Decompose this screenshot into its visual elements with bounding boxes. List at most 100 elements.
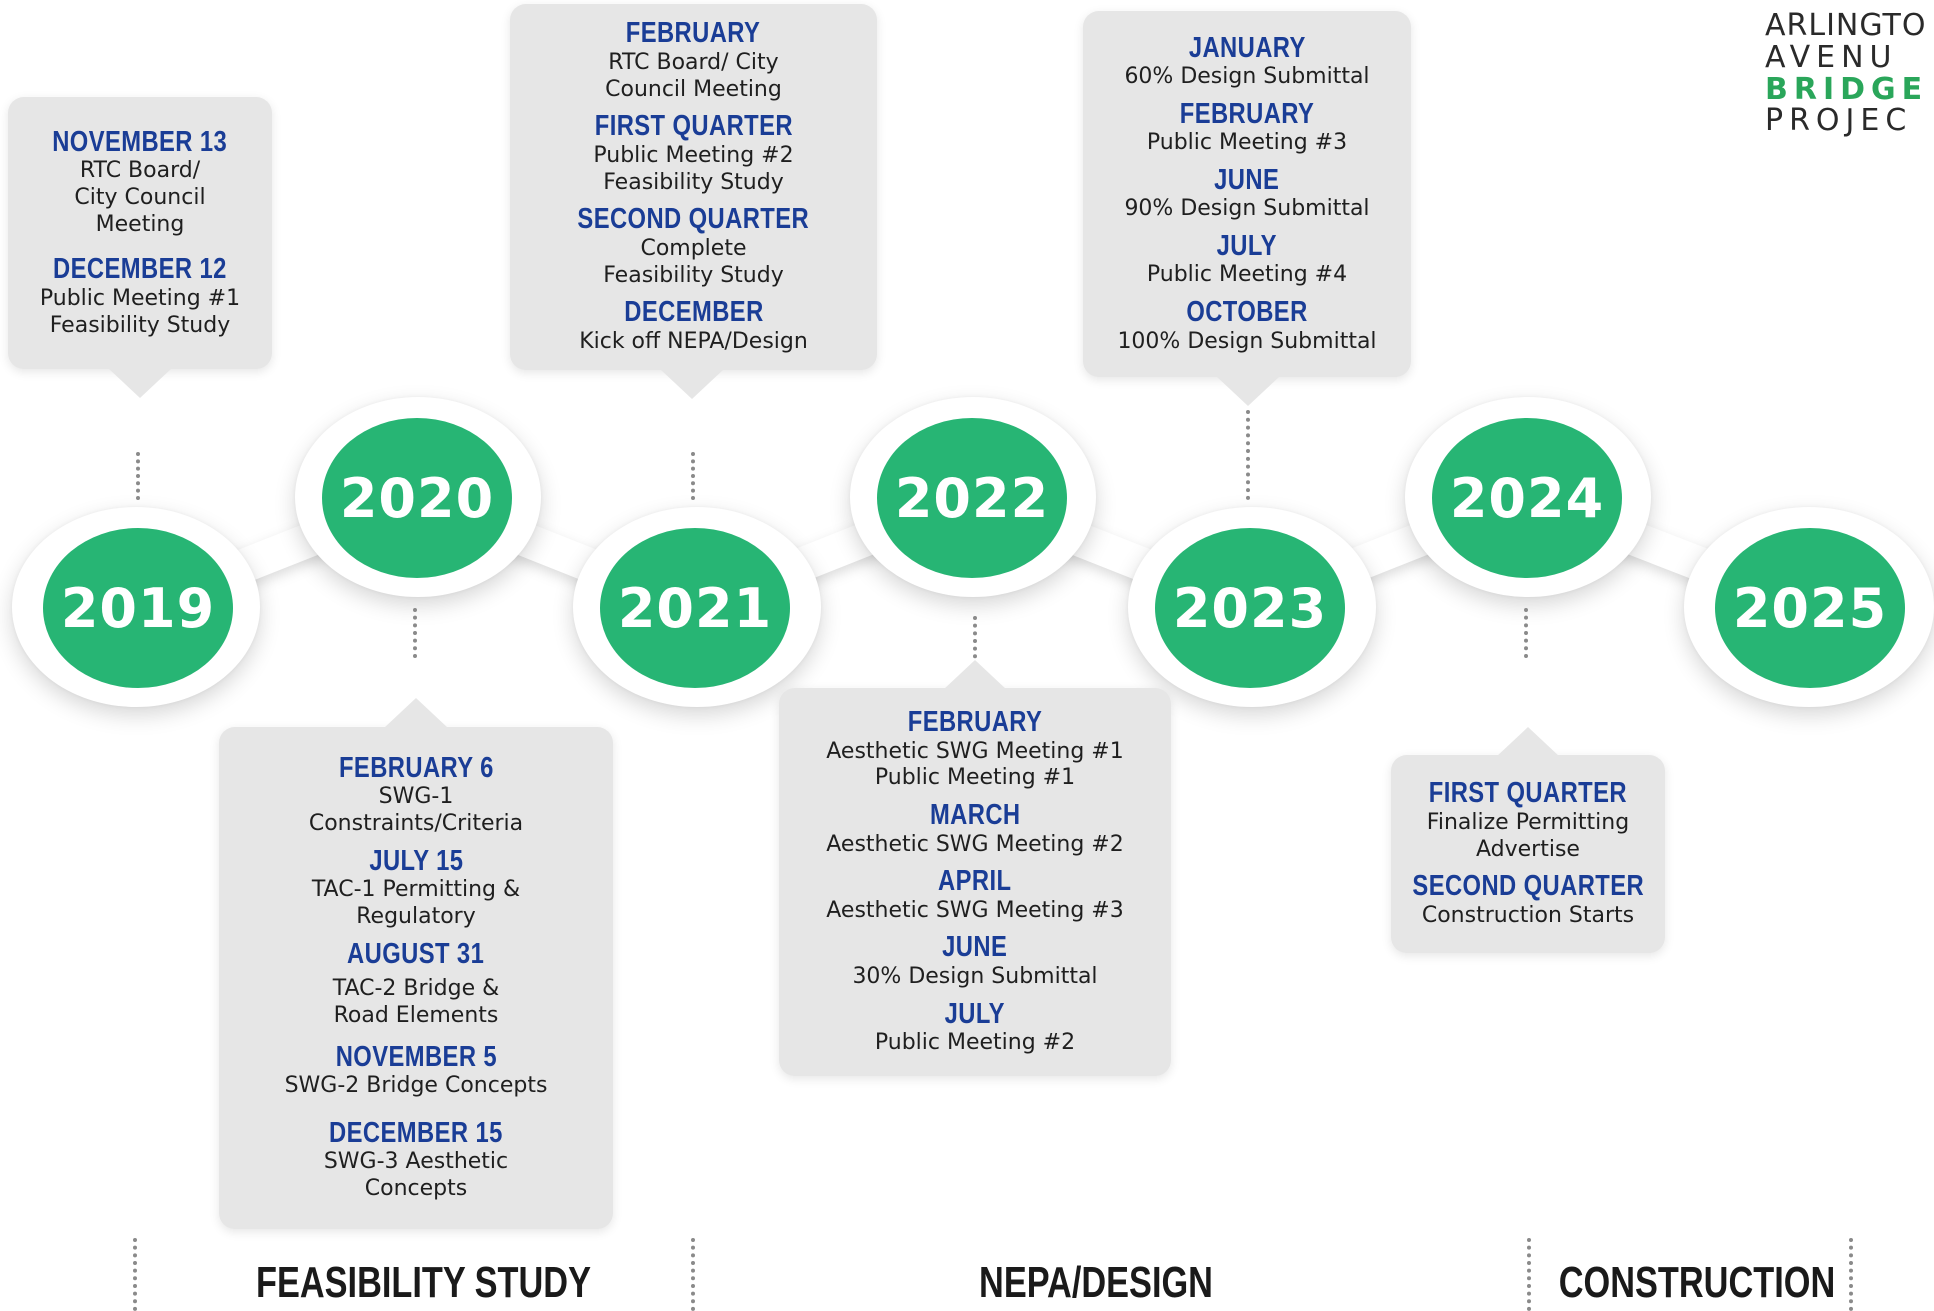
event-date: SECOND QUARTER: [577, 203, 810, 236]
year-2024[interactable]: 2024: [1432, 418, 1622, 578]
event-date: FEBRUARY: [907, 706, 1043, 739]
event-date: JUNE: [1214, 163, 1280, 196]
event-description: 60% Design Submittal: [1124, 63, 1370, 89]
event-description: 100% Design Submittal: [1117, 328, 1377, 354]
phase-construction: CONSTRUCTION: [1558, 1258, 1836, 1307]
event: SECOND QUARTER Construction Starts: [1387, 871, 1670, 929]
event: DECEMBER 15 SWG-3 Aesthetic Concepts: [310, 1117, 522, 1203]
event-date: DECEMBER: [623, 296, 764, 329]
leader-2024: [1524, 608, 1532, 658]
event-description: SWG-2 Bridge Concepts: [284, 1073, 548, 1099]
logo-line-3: BRIDGE: [1765, 71, 1929, 107]
year-2025[interactable]: 2025: [1715, 528, 1905, 688]
leader-2020: [413, 608, 421, 658]
event-description: Public Meeting #2: [874, 1029, 1076, 1055]
leader-2021: [691, 452, 699, 500]
event-date: JULY: [1216, 230, 1278, 263]
event: SECOND QUARTER Complete Feasibility Stud…: [552, 204, 835, 289]
event-date: FIRST QUARTER: [594, 110, 793, 143]
event-date: DECEMBER 12: [53, 253, 227, 286]
leader-2022: [973, 616, 981, 666]
event-date: JUNE: [942, 931, 1008, 964]
event-description: Aesthetic SWG Meeting #3: [826, 897, 1124, 923]
event: DECEMBER 12 Public Meeting #1 Feasibilit…: [34, 254, 246, 339]
event-description: Aesthetic SWG Meeting #1 Public Meeting …: [826, 738, 1124, 791]
event: NOVEMBER 13 RTC Board/ City Council Meet…: [33, 125, 246, 239]
phase-divider: [1849, 1238, 1857, 1311]
event: APRIL Aesthetic SWG Meeting #3: [826, 866, 1123, 924]
year-2022[interactable]: 2022: [877, 418, 1067, 578]
event-date: APRIL: [938, 865, 1012, 898]
year-2020[interactable]: 2020: [322, 418, 512, 578]
event-date: AUGUST 31: [347, 937, 485, 970]
event: FEBRUARY RTC Board/ City Council Meeting: [605, 18, 782, 103]
event: JUNE 90% Design Submittal: [1124, 163, 1370, 223]
event: FEBRUARY 6 SWG-1 Constraints/Criteria: [308, 751, 524, 838]
year-2019[interactable]: 2019: [43, 528, 233, 688]
event-date: FEBRUARY: [1179, 97, 1315, 130]
project-logo: ARLINGTO AVENU BRIDGE PROJEC: [1765, 10, 1928, 137]
card-2021-pointer: [660, 369, 724, 399]
event: FIRST QUARTER Public Meeting #2 Feasibil…: [573, 111, 815, 196]
logo-line-2: AVENU: [1765, 39, 1898, 75]
event-date: FIRST QUARTER: [1428, 777, 1628, 810]
event-date: SECOND QUARTER: [1412, 870, 1644, 903]
event-description: Public Meeting #1 Feasibility Study: [39, 285, 241, 338]
card-2021: FEBRUARY RTC Board/ City Council Meeting…: [510, 4, 877, 370]
event: JULY Public Meeting #2: [874, 997, 1076, 1057]
event-description: Construction Starts: [1421, 902, 1635, 928]
leader-2023: [1246, 410, 1254, 500]
timeline-connector: [0, 0, 1934, 720]
card-2022: FEBRUARY Aesthetic SWG Meeting #1 Public…: [779, 688, 1171, 1076]
event: FEBRUARY Public Meeting #3: [1146, 97, 1348, 157]
event-date: JANUARY: [1188, 31, 1306, 64]
event: JUNE 30% Design Submittal: [852, 932, 1097, 990]
card-2020-pointer: [384, 698, 448, 728]
event-date: NOVEMBER 5: [335, 1040, 497, 1073]
event-date: FEBRUARY: [626, 17, 761, 50]
event-description: Complete Feasibility Study: [603, 235, 784, 288]
event-description: Kick off NEPA/Design: [579, 328, 808, 354]
event: FEBRUARY Aesthetic SWG Meeting #1 Public…: [826, 706, 1124, 792]
event-date: NOVEMBER 13: [52, 125, 228, 158]
event-description: Public Meeting #4: [1146, 262, 1348, 288]
logo-line-1: ARLINGTO: [1765, 8, 1927, 43]
phase-divider: [691, 1238, 699, 1311]
event-description: SWG-3 Aesthetic Concepts: [323, 1149, 509, 1202]
event-description: RTC Board/ City Council Meeting: [74, 157, 206, 237]
event: JULY Public Meeting #4: [1146, 230, 1348, 289]
card-2019: NOVEMBER 13 RTC Board/ City Council Meet…: [8, 97, 272, 369]
event-date: JULY: [944, 997, 1006, 1030]
event-description: SWG-1 Constraints/Criteria: [308, 784, 524, 837]
event-date: MARCH: [929, 799, 1021, 832]
event-description: Aesthetic SWG Meeting #2: [826, 831, 1124, 857]
phase-feasibility-study: FEASIBILITY STUDY: [256, 1258, 591, 1307]
event-date: DECEMBER 15: [329, 1117, 503, 1150]
event-description: RTC Board/ City Council Meeting: [605, 49, 782, 102]
logo-line-4: PROJEC: [1765, 103, 1913, 139]
year-2023[interactable]: 2023: [1155, 528, 1345, 688]
event-description: 90% Design Submittal: [1124, 196, 1370, 222]
event-description: Public Meeting #2 Feasibility Study: [593, 142, 794, 195]
card-2023-pointer: [1216, 376, 1280, 406]
event-description: TAC-2 Bridge & Road Elements: [332, 976, 500, 1029]
phase-nepa-design: NEPA/DESIGN: [979, 1258, 1213, 1307]
event: AUGUST 31 TAC-2 Bridge & Road Elements: [332, 937, 500, 1030]
event: JANUARY 60% Design Submittal: [1124, 31, 1370, 91]
card-2024-pointer: [1496, 727, 1560, 757]
event: OCTOBER 100% Design Submittal: [1117, 296, 1377, 355]
event-description: Finalize Permitting Advertise: [1426, 809, 1630, 862]
phase-divider: [133, 1238, 141, 1311]
event-date: FEBRUARY 6: [338, 751, 494, 784]
card-2022-pointer: [943, 660, 1007, 690]
event-description: Public Meeting #3: [1146, 130, 1348, 156]
event: DECEMBER Kick off NEPA/Design: [579, 297, 808, 355]
leader-2019: [136, 452, 144, 500]
year-2021[interactable]: 2021: [600, 528, 790, 688]
event: MARCH Aesthetic SWG Meeting #2: [826, 799, 1124, 858]
card-2020: FEBRUARY 6 SWG-1 Constraints/Criteria JU…: [219, 727, 613, 1229]
phase-divider: [1527, 1238, 1535, 1311]
event-description: TAC-1 Permitting & Regulatory: [311, 877, 521, 930]
card-2019-pointer: [108, 368, 172, 398]
event: JULY 15 TAC-1 Permitting & Regulatory: [311, 845, 521, 931]
